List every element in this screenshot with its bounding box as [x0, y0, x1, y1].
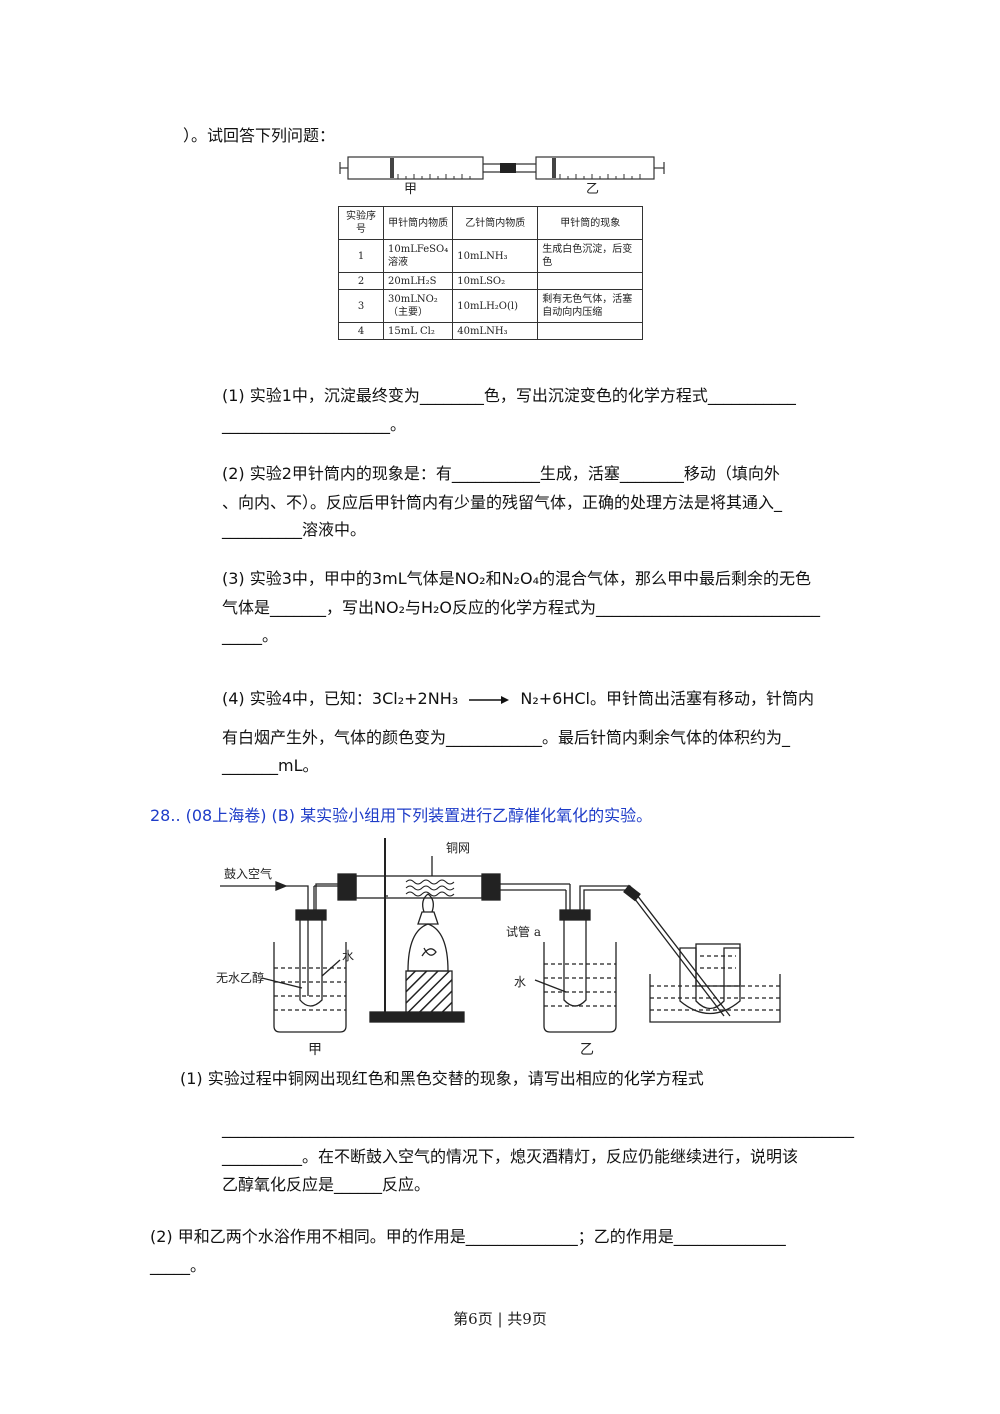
table-cell: 15mL Cl₂ [382, 322, 454, 340]
q4-line-1-part-b: N₂+6HCl。甲针筒出活塞有移动，针筒内 [520, 689, 814, 708]
intro-text: ）。试回答下列问题： [183, 126, 336, 145]
reaction-arrow-icon [469, 695, 510, 704]
p1-line-3: __________。在不断鼓入空气的情况下，熄灭酒精灯，反应仍能继续进行，说明… [222, 1147, 799, 1166]
table-cell: 30mLNO₂（主要） [382, 289, 454, 323]
page-footer: 第6页 | 共9页 [453, 1310, 547, 1328]
beaker-jia-label: 甲 [308, 1042, 322, 1058]
copper-mesh-label: 铜网 [446, 840, 470, 855]
q3-line-2: 气体是_______，写出NO₂与H₂O反应的化学方程式为___________… [222, 598, 821, 617]
table-cell: 剩有无色气体，活塞自动向内压缩 [537, 289, 644, 323]
test-tube-a-label: 试管 a [506, 924, 541, 939]
p2-line-1: (2) 甲和乙两个水浴作用不相同。甲的作用是______________；乙的作… [150, 1227, 786, 1246]
table-cell: 1 [338, 239, 384, 273]
p2-line-2: _____。 [150, 1256, 207, 1275]
ethanol-label: 无水乙醇 [216, 970, 264, 985]
p1-line-1: (1) 实验过程中铜网出现红色和黑色交替的现象，请写出相应的化学方程式 [180, 1069, 704, 1088]
copper-mesh-icon [405, 879, 455, 897]
table-cell: 2 [338, 272, 384, 290]
q3-line-1: (3) 实验3中，甲中的3mL气体是NO₂和N₂O₄的混合气体，那么甲中最后剩余… [222, 569, 811, 588]
table-cell [537, 272, 644, 290]
table-cell: 10mLFeSO₄溶液 [382, 239, 454, 273]
syringe-diagram: 甲 乙 [339, 156, 665, 196]
table-cell: 4 [338, 322, 384, 340]
water-label-jia: 水 [342, 949, 354, 963]
air-inlet-label: 鼓入空气 [224, 866, 272, 881]
table-header-cell: 乙针筒内物质 [452, 206, 539, 240]
table-cell: 10mLSO₂ [452, 272, 539, 290]
table-row: 3 30mLNO₂（主要） 10mLH₂O(l) 剩有无色气体，活塞自动向内压缩 [338, 289, 644, 323]
table-cell: 20mLH₂S [382, 272, 454, 290]
table-cell: 10mLH₂O(l) [452, 289, 539, 323]
problem-28-title: 28.. (08上海卷) (B) 某实验小组用下列装置进行乙醇催化氧化的实验。 [150, 806, 653, 825]
beaker-yi-label: 乙 [580, 1042, 594, 1058]
table-cell: 10mLNH₃ [452, 239, 539, 273]
q1-line-1: (1) 实验1中，沉淀最终变为________色，写出沉淀变色的化学方程式___… [222, 386, 796, 405]
q2-line-2: 、向内、不）。反应后甲针筒内有少量的残留气体，正确的处理方法是将其通入_ [222, 493, 783, 512]
table-row: 2 20mLH₂S 10mLSO₂ [338, 272, 644, 290]
q4-line-2: 有白烟产生外，气体的颜色变为____________。最后针筒内剩余气体的体积约… [222, 728, 791, 747]
q4-line-3: _______mL。 [222, 756, 319, 775]
syringe-right-label: 乙 [586, 182, 599, 196]
ethanol-oxidation-apparatus: 鼓入空气 铜网 无水乙醇 水 试管 a 水 甲 乙 [216, 838, 781, 1058]
q2-line-1: (2) 实验2甲针筒内的现象是：有___________生成，活塞_______… [222, 464, 780, 483]
p1-line-4: 乙醇氧化反应是______反应。 [222, 1175, 431, 1194]
q3-line-3: _____。 [222, 626, 279, 645]
experiment-table: 实验序号 甲针筒内物质 乙针筒内物质 甲针筒的现象 1 10mLFeSO₄溶液 … [338, 206, 644, 340]
table-cell: 生成白色沉淀，后变色 [537, 239, 644, 273]
q4-line-1: (4) 实验4中，已知：3Cl₂+2NH₃ N₂+6HCl。甲针筒出活塞有移动，… [222, 688, 814, 710]
q4-line-1-part-a: (4) 实验4中，已知：3Cl₂+2NH₃ [222, 689, 459, 708]
table-header-row: 实验序号 甲针筒内物质 乙针筒内物质 甲针筒的现象 [338, 206, 644, 240]
table-cell: 40mLNH₃ [452, 322, 539, 340]
table-header-cell: 甲针筒的现象 [537, 206, 644, 240]
table-header-cell: 实验序号 [338, 206, 384, 240]
table-row: 1 10mLFeSO₄溶液 10mLNH₃ 生成白色沉淀，后变色 [338, 239, 644, 273]
p1-line-2: ________________________________________… [222, 1119, 854, 1138]
table-cell [537, 322, 644, 340]
q2-line-3: __________溶液中。 [222, 520, 367, 539]
syringe-left-label: 甲 [404, 182, 417, 196]
q1-line-2: _____________________。 [222, 415, 407, 434]
water-label-yi: 水 [514, 975, 526, 989]
table-row: 4 15mL Cl₂ 40mLNH₃ [338, 322, 644, 340]
table-header-cell: 甲针筒内物质 [382, 206, 454, 240]
table-cell: 3 [338, 289, 384, 323]
